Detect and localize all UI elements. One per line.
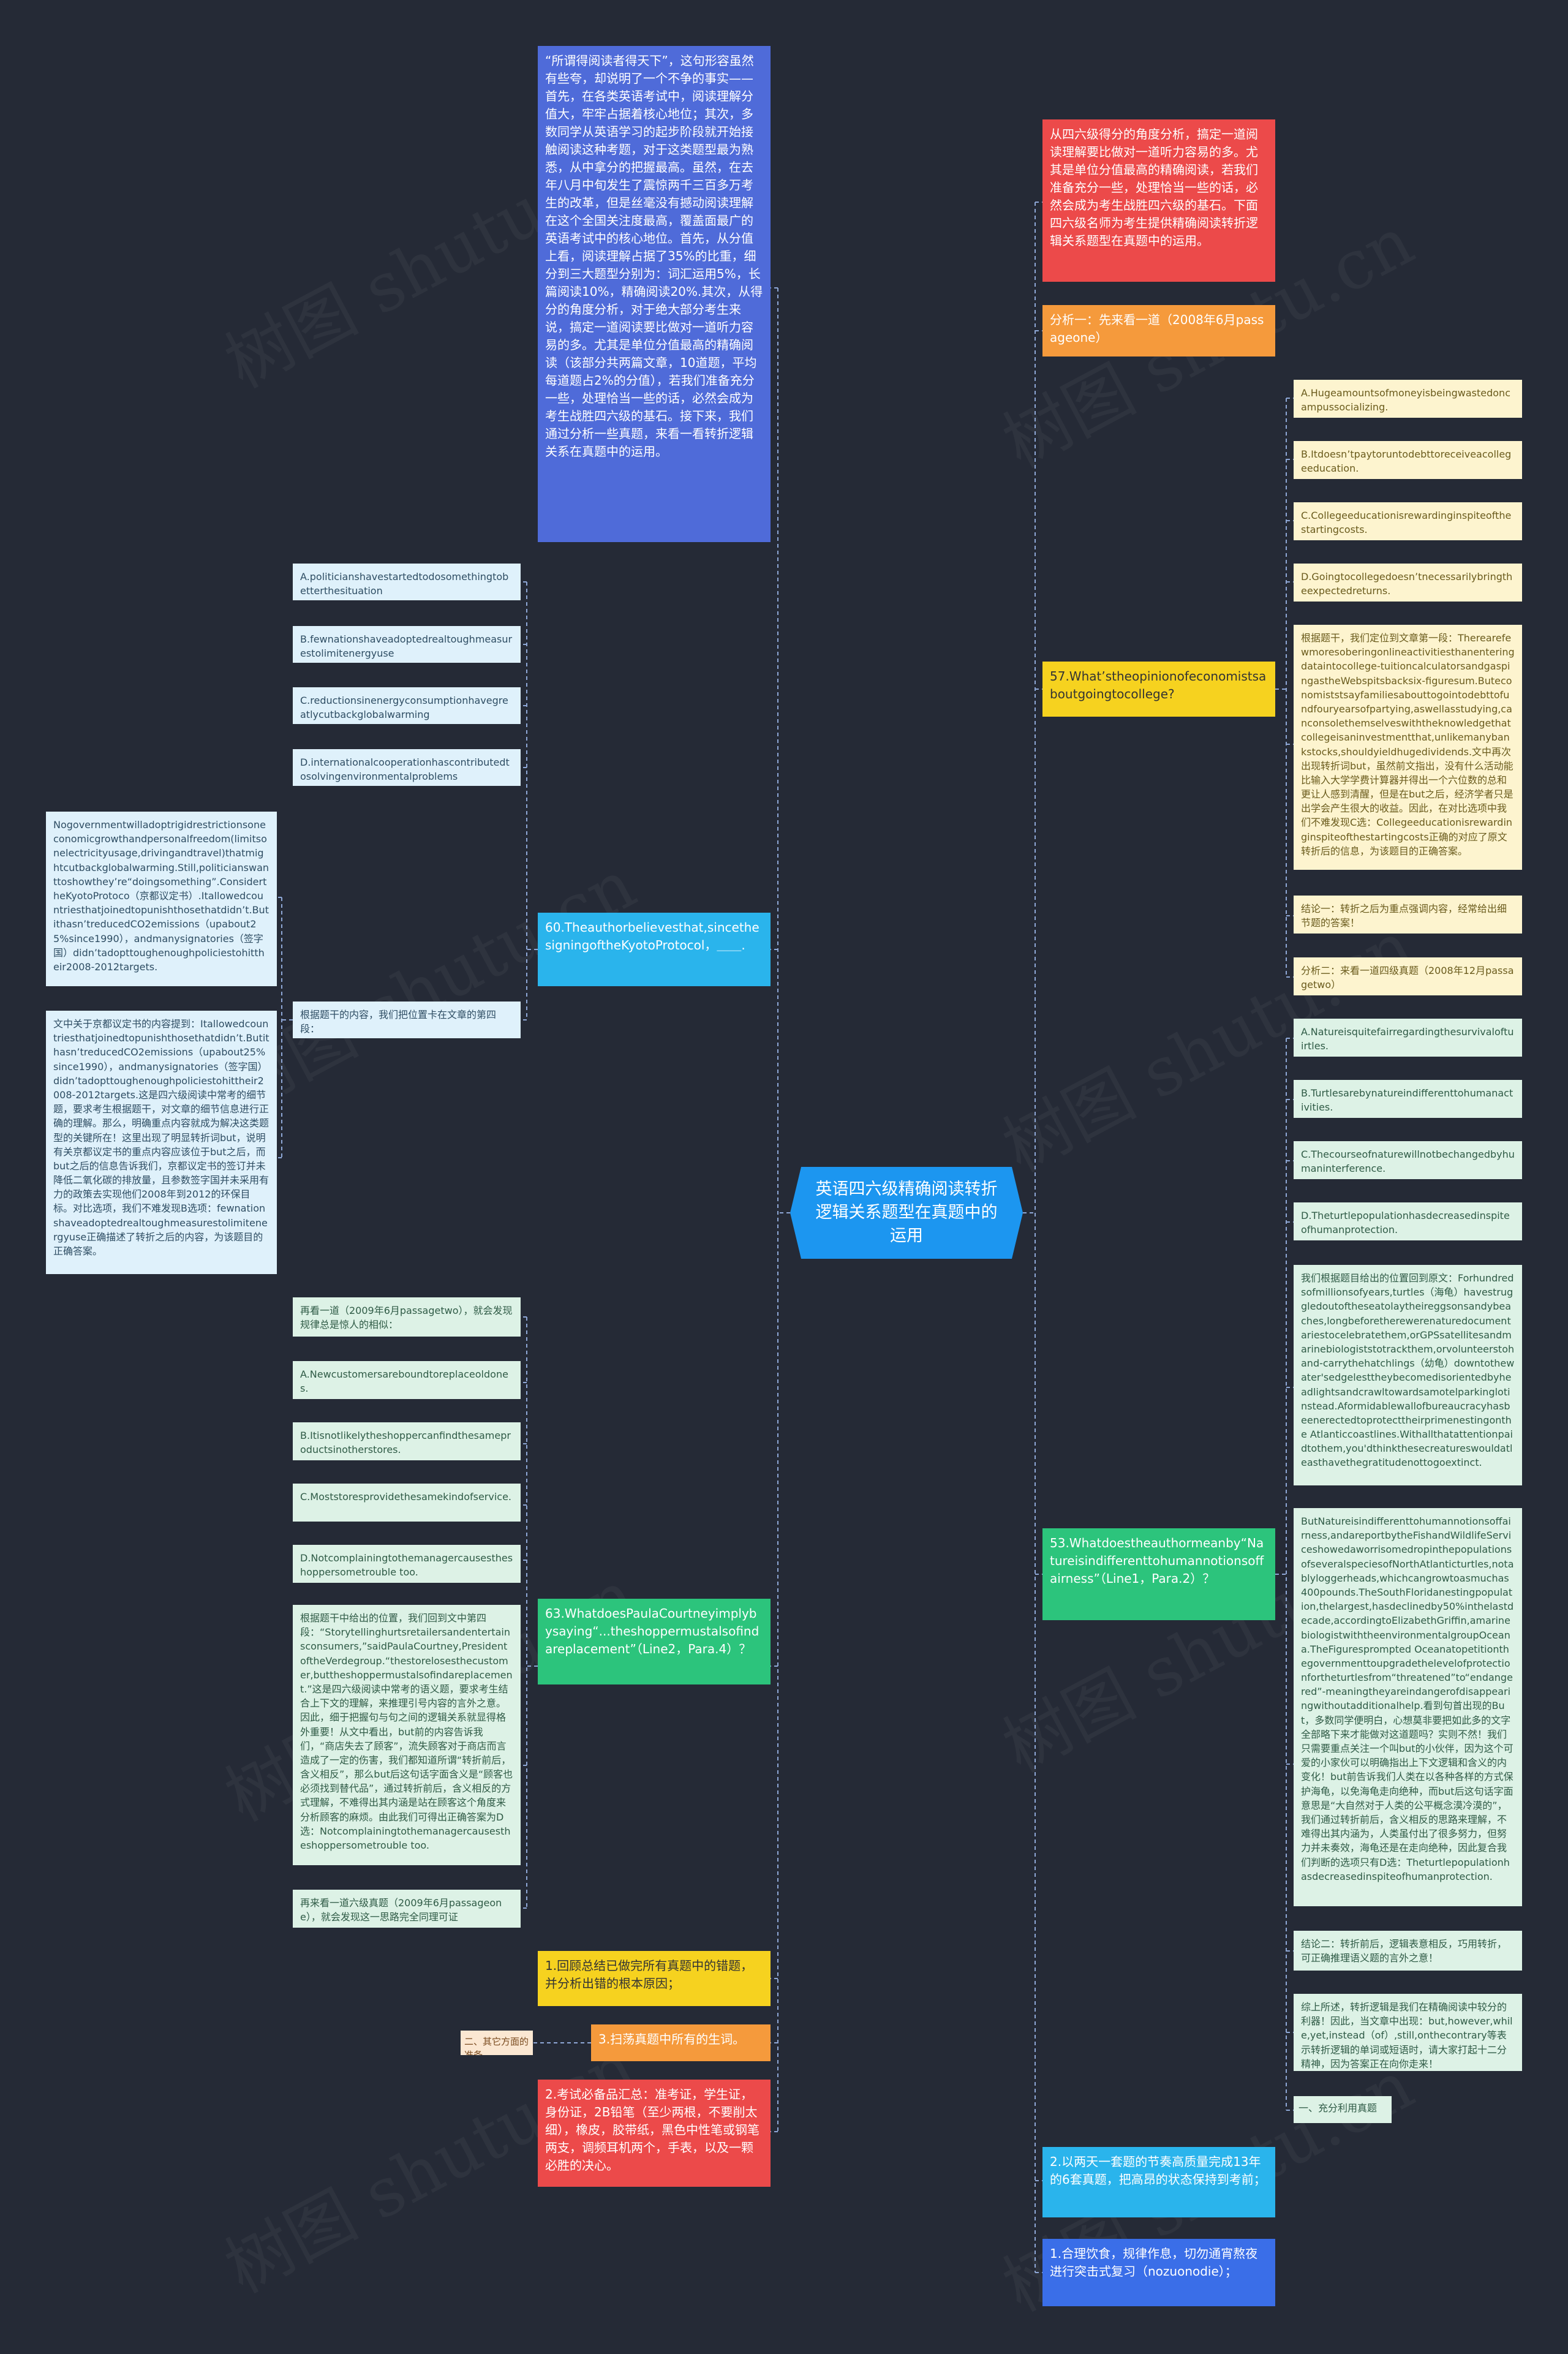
analysis-one-node[interactable]: 分析一：先来看一道（2008年6月passageone） — [1042, 305, 1275, 356]
q60-node[interactable]: 60.Theauthorbelievesthat,sincethesigning… — [538, 913, 771, 986]
review-item-2[interactable]: 2.考试必备品汇总：准考证，学生证，身份证，2B铅笔（至少两根，不要削太细），橡… — [538, 2080, 771, 2187]
q60-hint[interactable]: 根据题干的内容，我们把位置卡在文章的第四段： — [293, 1002, 521, 1038]
q57-option-b[interactable]: B.Itdoesn’tpaytoruntodebttoreceiveacolle… — [1294, 441, 1522, 479]
q53-option-a[interactable]: A.Natureisquitefairregardingthesurvivalo… — [1294, 1019, 1522, 1057]
q60-option-d[interactable]: D.internationalcooperationhascontributed… — [293, 749, 521, 786]
q57-option-c[interactable]: C.Collegeeducationisrewardinginspiteofth… — [1294, 502, 1522, 540]
conclusion-one[interactable]: 结论一：转折之后为重点强调内容，经常给出细节题的答案！ — [1294, 896, 1522, 934]
review-item-3[interactable]: 3.扫荡真题中所有的生词。 — [591, 2024, 771, 2061]
q53-analysis[interactable]: ButNatureisindifferenttohumannotionsoffa… — [1294, 1508, 1522, 1906]
q57-analysis[interactable]: 根据题干，我们定位到文章第一段：Therearefewmoresoberingo… — [1294, 625, 1522, 870]
central-topic[interactable]: 英语四六级精确阅读转折逻辑关系题型在真题中的运用 — [790, 1167, 1023, 1259]
right-intro-node[interactable]: 从四六级得分的角度分析，搞定一道阅读理解要比做对一道听力容易的多。尤其是单位分值… — [1042, 119, 1275, 282]
q57-node[interactable]: 57.What’stheopinionofeconomistsaboutgoin… — [1042, 662, 1275, 717]
q63-option-d[interactable]: D.Notcomplainingtothemanagercausesthesho… — [293, 1545, 521, 1583]
q60-option-b[interactable]: B.fewnationshaveadoptedrealtoughmeasures… — [293, 626, 521, 663]
q63-analysis[interactable]: 根据题干中给出的位置，我们回到文中第四段：“Storytellinghurtsr… — [293, 1605, 521, 1865]
q63-node[interactable]: 63.WhatdoesPaulaCourtneyimplybysaying“..… — [538, 1599, 771, 1684]
q63-intro[interactable]: 再看一道（2009年6月passagetwo），就会发现规律总是惊人的相似： — [293, 1297, 521, 1337]
plan-item-2[interactable]: 2.以两天一套题的节奏高质量完成13年的6套真题，把高昂的状态保持到考前； — [1042, 2147, 1275, 2217]
q60-analysis[interactable]: 文中关于京都议定书的内容提到：Itallowedcountriesthatjoi… — [46, 1011, 277, 1274]
q57-option-d[interactable]: D.Goingtocollegedoesn’tnecessarilybringt… — [1294, 564, 1522, 602]
q53-node[interactable]: 53.Whatdoestheauthormeanby“Natureisindif… — [1042, 1528, 1275, 1620]
q57-option-a[interactable]: A.Hugeamountsofmoneyisbeingwastedoncampu… — [1294, 380, 1522, 418]
q63-option-b[interactable]: B.Itisnotlikelytheshoppercanfindthesamep… — [293, 1422, 521, 1460]
label-use-past-papers[interactable]: 一、充分利用真题 — [1294, 2096, 1392, 2123]
q53-option-c[interactable]: C.Thecourseofnaturewillnotbechangedbyhum… — [1294, 1141, 1522, 1179]
q53-option-d[interactable]: D.Theturtlepopulationhasdecreasedinspite… — [1294, 1202, 1522, 1240]
q60-option-a[interactable]: A.politicianshavestartedtodosomethingtob… — [293, 564, 521, 600]
left-intro-node[interactable]: “所谓得阅读者得天下”，这句形容虽然有些夸，却说明了一个不争的事实——首先，在各… — [538, 46, 771, 542]
q63-tail[interactable]: 再来看一道六级真题（2009年6月passageone），就会发现这一思路完全同… — [293, 1890, 521, 1928]
plan-item-1[interactable]: 1.合理饮食，规律作息，切勿通宵熬夜进行突击式复习（nozuonodie）； — [1042, 2239, 1275, 2306]
analysis-two[interactable]: 分析二：来看一道四级真题（2008年12月passagetwo） — [1294, 957, 1522, 995]
review-label[interactable]: 二、其它方面的准备 — [461, 2031, 533, 2055]
q63-option-c[interactable]: C.Moststoresprovidethesamekindofservice. — [293, 1484, 521, 1522]
q63-option-a[interactable]: A.Newcustomersareboundtoreplaceoldones. — [293, 1361, 521, 1399]
q53-quote[interactable]: 我们根据题目给出的位置回到原文：Forhundredsofmillionsofy… — [1294, 1265, 1522, 1485]
summary[interactable]: 综上所述，转折逻辑是我们在精确阅读中较分的利器！因此，当文章中出现：but,ho… — [1294, 1994, 1522, 2071]
conclusion-two[interactable]: 结论二：转折前后，逻辑表意相反，巧用转折，可正确推理语义题的言外之意！ — [1294, 1931, 1522, 1971]
review-item-1[interactable]: 1.回顾总结已做完所有真题中的错题，并分析出错的根本原因； — [538, 1951, 771, 2006]
q60-quote[interactable]: Nogovernmentwilladoptrigidrestrictionson… — [46, 812, 277, 986]
q60-option-c[interactable]: C.reductionsinenergyconsumptionhavegreat… — [293, 687, 521, 724]
q53-option-b[interactable]: B.Turtlesarebynatureindifferenttohumanac… — [1294, 1080, 1522, 1118]
